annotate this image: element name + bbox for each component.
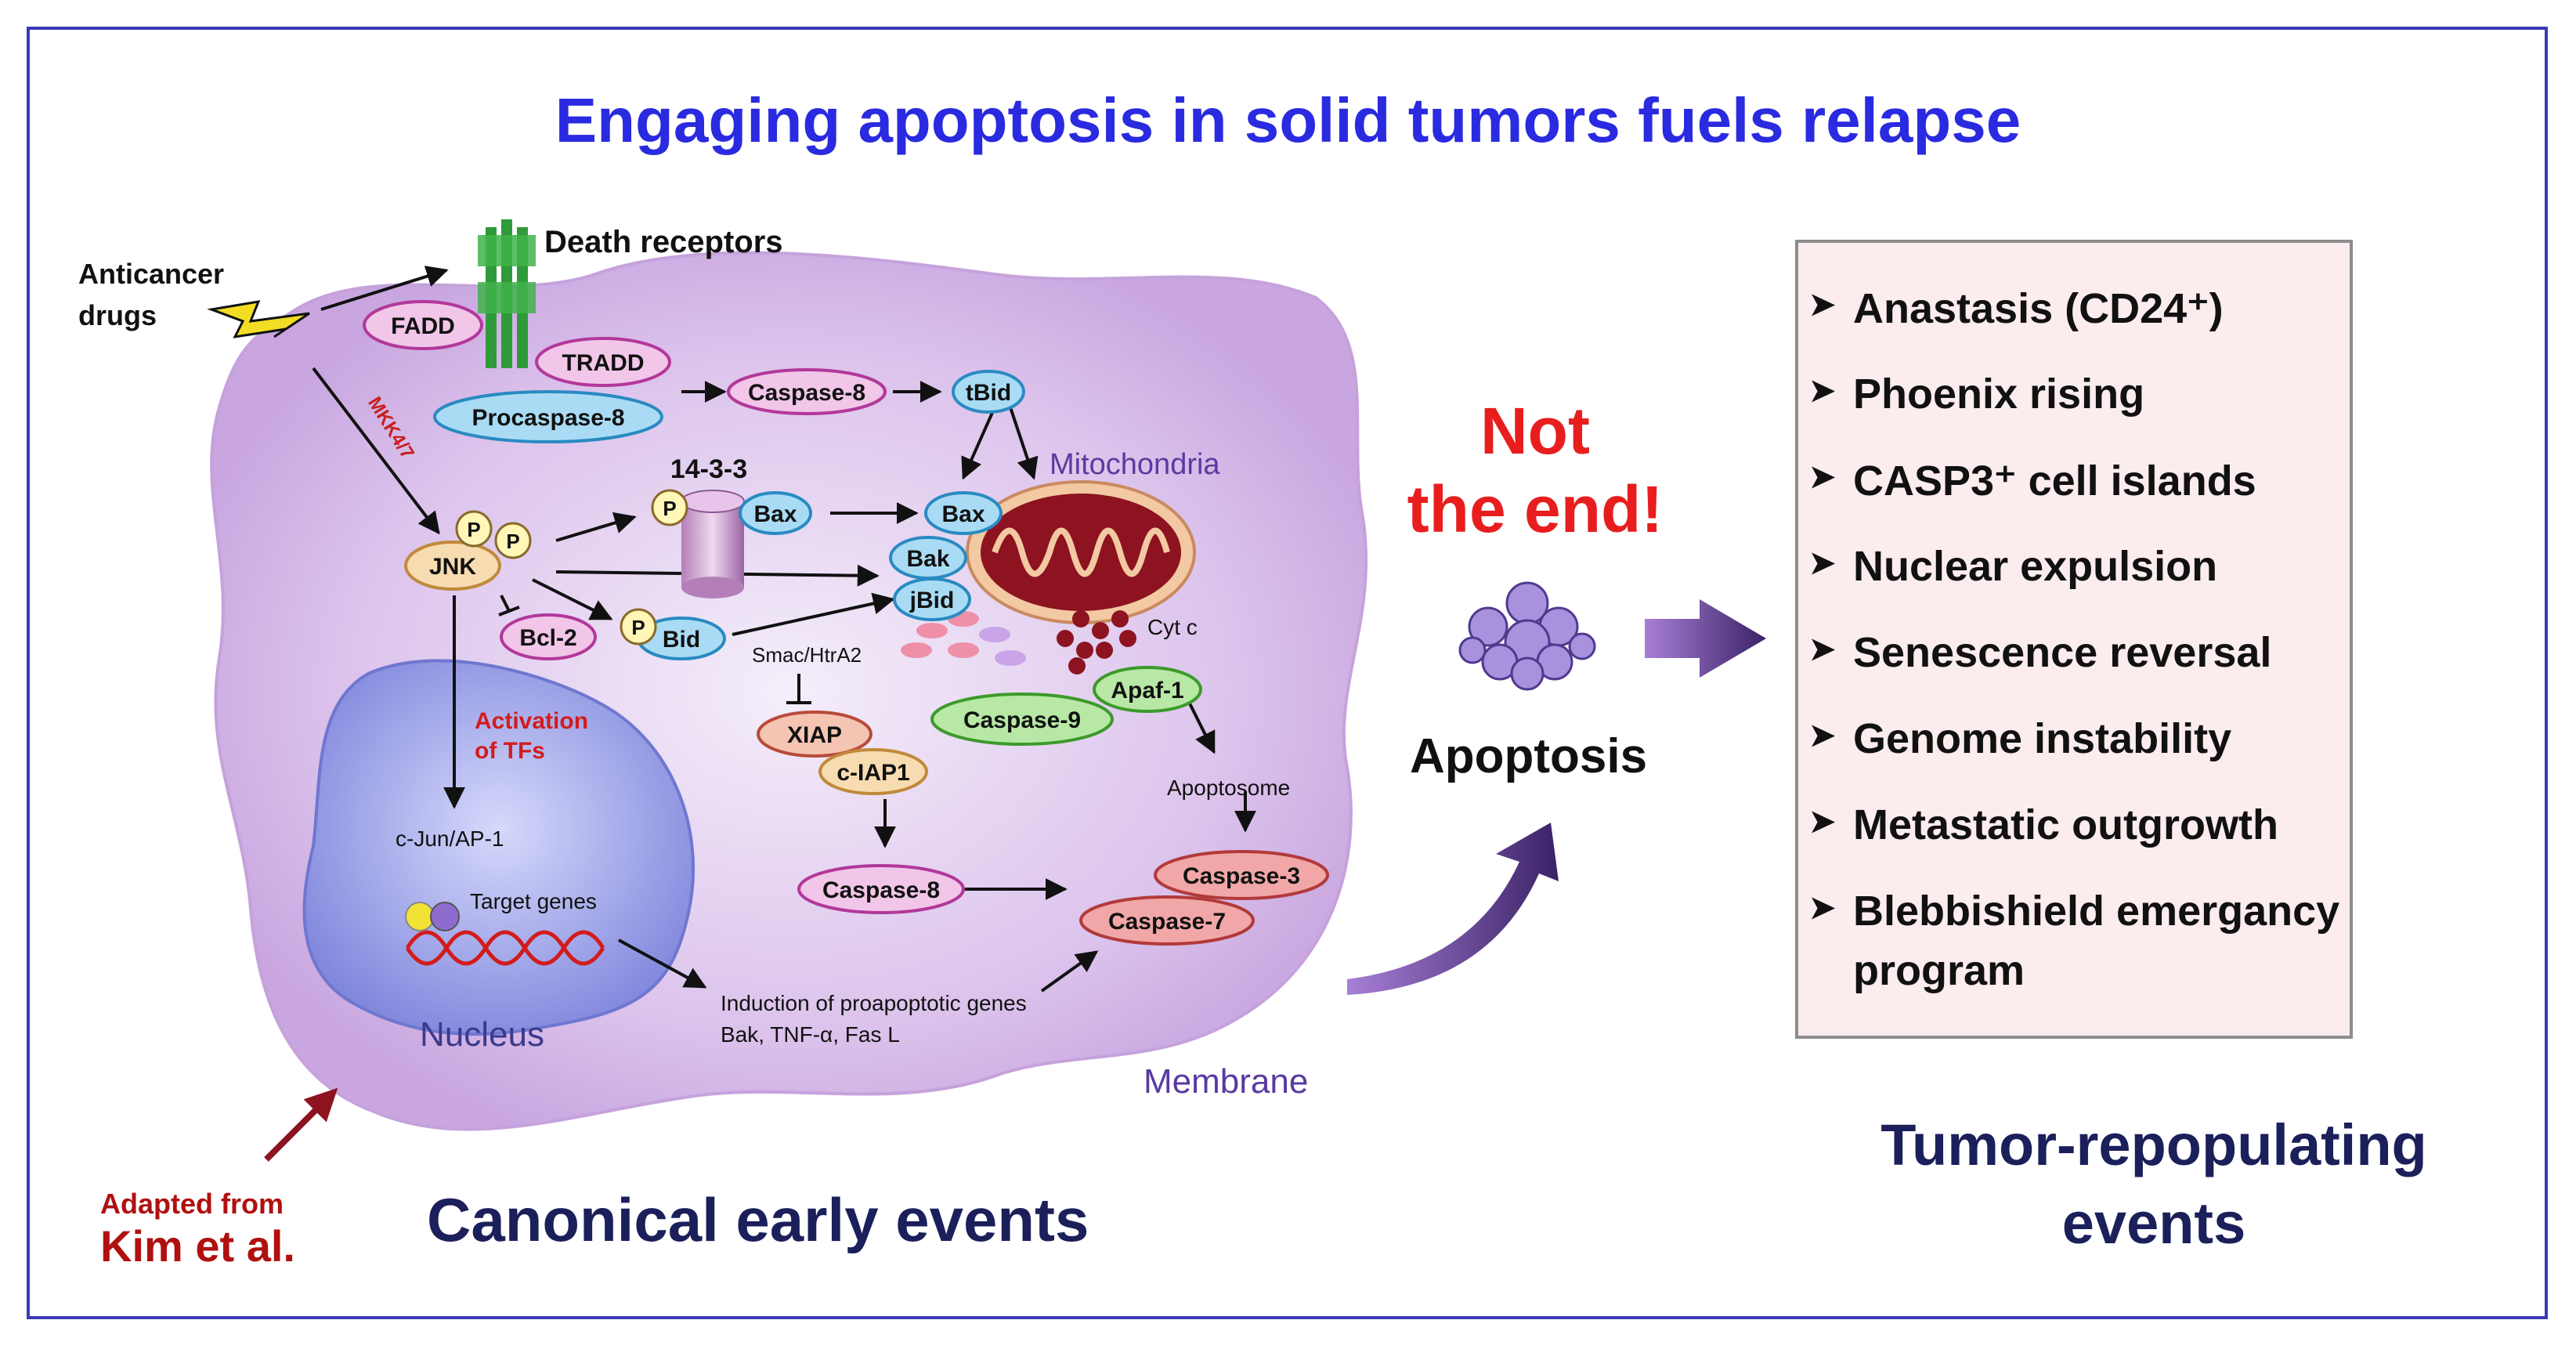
not-the-end-label: Not the end! bbox=[1378, 392, 1692, 548]
chevron-right-icon: ➤ bbox=[1809, 374, 1836, 408]
bax-left-label: Bax bbox=[753, 501, 797, 527]
procaspase8-label: Procaspase-8 bbox=[471, 405, 624, 431]
chevron-right-icon: ➤ bbox=[1809, 718, 1836, 753]
chevron-right-icon: ➤ bbox=[1809, 632, 1836, 667]
event-item: ➤ Nuclear expulsion bbox=[1809, 542, 2218, 591]
tumor-events-box: ➤ Anastasis (CD24⁺) ➤ Phoenix rising ➤ CASP… bbox=[1795, 240, 2353, 1039]
event-item: ➤ Phoenix rising bbox=[1809, 370, 2145, 418]
death-receptors-label: Death receptors bbox=[544, 225, 783, 259]
apoptosome-label: Apoptosome bbox=[1167, 776, 1290, 800]
event-text: Metastatic outgrowth bbox=[1853, 801, 2279, 848]
event-text: Anastasis (CD24⁺) bbox=[1853, 285, 2224, 332]
tumor-repopulating-line-2: events bbox=[2061, 1191, 2246, 1256]
lightning-icon bbox=[207, 300, 310, 338]
caspase3-label: Caspase-3 bbox=[1183, 863, 1300, 889]
apoptosis-label: Apoptosis bbox=[1410, 729, 1648, 783]
event-item: ➤ Genome instability bbox=[1809, 714, 2232, 763]
phospho-label-1: P bbox=[467, 518, 480, 541]
protein-14-3-3-icon bbox=[681, 490, 745, 599]
figure-title: Engaging apoptosis in solid tumors fuels… bbox=[555, 85, 2021, 155]
chevron-right-icon: ➤ bbox=[1809, 288, 1836, 322]
caspase8-top-label: Caspase-8 bbox=[748, 380, 865, 406]
caspase9-label: Caspase-9 bbox=[963, 707, 1081, 733]
not-end-line-2: the end! bbox=[1407, 472, 1664, 546]
event-text: Nuclear expulsion bbox=[1853, 543, 2218, 590]
anticancer-label-2: drugs bbox=[78, 299, 157, 331]
tf-purple-icon bbox=[430, 902, 460, 931]
jnk-label: JNK bbox=[429, 554, 476, 580]
protein-1433-label: 14-3-3 bbox=[670, 454, 747, 484]
apoptotic-cell-icon bbox=[1458, 581, 1596, 691]
caspase8-bottom-label: Caspase-8 bbox=[822, 877, 940, 903]
activation-label: Activation bbox=[475, 708, 588, 734]
phospho-label-4: P bbox=[631, 616, 645, 639]
phospho-label-2: P bbox=[506, 530, 519, 553]
bak-label: Bak bbox=[906, 546, 949, 572]
bid-label: Bid bbox=[663, 627, 700, 653]
chevron-right-icon: ➤ bbox=[1809, 805, 1836, 839]
target-genes-label: Target genes bbox=[470, 889, 597, 913]
tradd-label: TRADD bbox=[562, 350, 645, 376]
jbid-label: jBid bbox=[909, 588, 955, 613]
tbid-label: tBid bbox=[966, 380, 1011, 406]
cjun-label: c-Jun/AP-1 bbox=[396, 826, 504, 851]
cytc-label: Cyt c bbox=[1147, 615, 1198, 639]
bcl2-label: Bcl-2 bbox=[519, 625, 576, 651]
tf-yellow-icon bbox=[405, 902, 435, 931]
induction-label-2: Bak, TNF-α, Fas L bbox=[721, 1022, 900, 1047]
tumor-repopulating-line-1: Tumor-repopulating bbox=[1881, 1112, 2427, 1177]
nucleus-label: Nucleus bbox=[420, 1015, 544, 1054]
event-item: ➤ Blebbishield emergancy bbox=[1809, 887, 2340, 935]
ciap1-label: c-IAP1 bbox=[836, 760, 909, 786]
xiap-label: XIAP bbox=[787, 722, 842, 748]
chevron-right-icon: ➤ bbox=[1809, 546, 1836, 580]
event-item: ➤ Anastasis (CD24⁺) bbox=[1809, 284, 2224, 333]
kim-label: Kim et al. bbox=[100, 1221, 295, 1271]
apaf1-label: Apaf-1 bbox=[1111, 678, 1183, 703]
to-apoptosis-arrow bbox=[1347, 823, 1559, 995]
event-text: CASP3⁺ cell islands bbox=[1853, 458, 2256, 505]
mitochondria-label: Mitochondria bbox=[1050, 448, 1220, 481]
cyt-c-dots bbox=[1057, 610, 1136, 674]
caspase7-label: Caspase-7 bbox=[1108, 909, 1226, 935]
event-text: Blebbishield emergancy bbox=[1853, 888, 2340, 935]
fadd-label: FADD bbox=[391, 313, 455, 339]
event-text: program bbox=[1853, 947, 2025, 994]
chevron-right-icon: ➤ bbox=[1809, 891, 1836, 925]
tumor-repopulating-label: Tumor-repopulating events bbox=[1794, 1106, 2514, 1263]
death-receptor-icon bbox=[478, 219, 536, 368]
smac-label: Smac/HtrA2 bbox=[752, 643, 862, 667]
event-text: Phoenix rising bbox=[1853, 371, 2145, 418]
activation-label-2: of TFs bbox=[475, 738, 545, 764]
figure-frame bbox=[27, 27, 2548, 1319]
bax-right-label: Bax bbox=[941, 501, 985, 527]
induction-label: Induction of proapoptotic genes bbox=[721, 991, 1027, 1015]
membrane-label: Membrane bbox=[1143, 1062, 1308, 1101]
event-item: ➤ Metastatic outgrowth bbox=[1809, 801, 2279, 849]
canonical-events-label: Canonical early events bbox=[427, 1185, 1089, 1254]
dna-helix-icon bbox=[405, 930, 605, 966]
mitochondrion-icon bbox=[966, 480, 1196, 624]
phospho-label-3: P bbox=[663, 497, 676, 520]
right-arrow-icon bbox=[1645, 599, 1766, 678]
event-text: Senescence reversal bbox=[1853, 629, 2272, 676]
adapted-arrow-icon bbox=[264, 1087, 338, 1162]
anticancer-label: Anticancer bbox=[78, 258, 224, 290]
not-end-line-1: Not bbox=[1480, 394, 1590, 468]
event-text: Genome instability bbox=[1853, 715, 2232, 762]
event-item-continued: program bbox=[1853, 946, 2025, 995]
event-item: ➤ CASP3⁺ cell islands bbox=[1809, 456, 2256, 505]
event-item: ➤ Senescence reversal bbox=[1809, 628, 2272, 677]
adapted-from-label: Adapted from bbox=[100, 1188, 284, 1220]
chevron-right-icon: ➤ bbox=[1809, 460, 1836, 494]
